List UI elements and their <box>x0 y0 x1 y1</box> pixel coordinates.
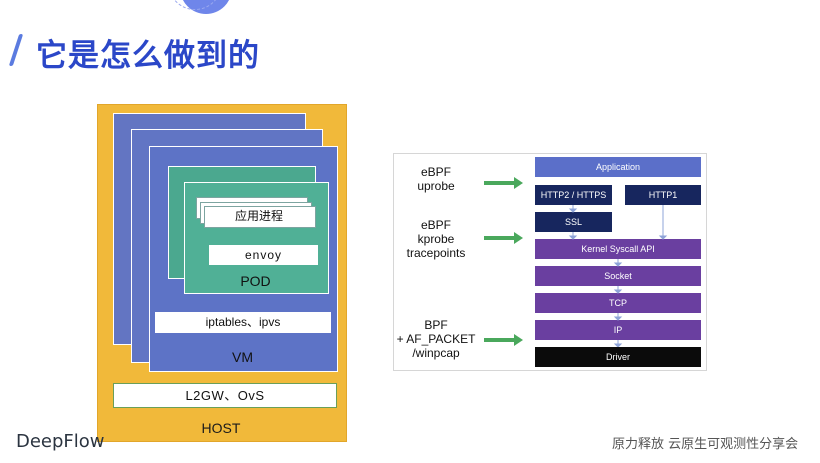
layer-http2-https: HTTP2 / HTTPS <box>535 185 612 205</box>
app-process-label: 应用进程 <box>234 209 283 223</box>
connector-http2-ssl-head <box>568 208 578 213</box>
probe-label-uprobe: eBPF uprobe <box>408 165 464 193</box>
vm-label: VM <box>232 349 253 365</box>
layer-http1: HTTP1 <box>625 185 701 205</box>
probe-label-line: eBPF <box>420 165 451 179</box>
title-accent-slash <box>8 34 24 66</box>
connector-tcp-ip-head <box>613 316 623 321</box>
layer-connectors <box>568 205 668 347</box>
arrow-kprobe-line <box>484 236 515 240</box>
arrow-uprobe-line <box>484 181 515 185</box>
probe-label-line: eBPF <box>420 218 451 232</box>
probe-label-line: + AF_PACKET <box>396 332 476 346</box>
layer-application: Application <box>535 157 701 177</box>
l2gw-box: L2GW、OvS <box>113 383 337 408</box>
probe-label-line: BPF <box>424 318 448 332</box>
layer-driver: Driver <box>535 347 701 367</box>
connector-ip-driver-head <box>613 343 623 347</box>
iptables-box: iptables、ipvs <box>155 312 331 333</box>
layer-ssl: SSL <box>535 212 612 232</box>
arrow-kprobe-head <box>514 232 523 244</box>
layer-ip: IP <box>535 320 701 340</box>
deepflow-logo: DeepFlow <box>16 431 105 452</box>
connector-http1-syscall-head <box>658 235 668 240</box>
pod-label: POD <box>240 273 271 289</box>
layer-kernel-syscall: Kernel Syscall API <box>535 239 701 259</box>
page-title: 它是怎么做到的 <box>36 38 260 74</box>
layer-socket: Socket <box>535 266 701 286</box>
arrow-afpacket-line <box>484 338 515 342</box>
layer-tcp: TCP <box>535 293 701 313</box>
footer-tagline: 原力释放 云原生可观测性分享会 <box>612 437 799 452</box>
arrow-afpacket-head <box>514 334 523 346</box>
probe-label-kprobe: eBPF kprobe tracepoints <box>400 218 472 260</box>
connector-syscall-socket-head <box>613 262 623 267</box>
connector-ssl-syscall-head <box>568 235 578 240</box>
host-label: HOST <box>201 420 241 436</box>
arrow-uprobe-head <box>514 177 523 189</box>
probe-label-line: tracepoints <box>406 246 466 260</box>
envoy-box: envoy <box>209 245 318 265</box>
connector-socket-tcp-head <box>613 289 623 294</box>
probe-label-line: /winpcap <box>412 346 460 360</box>
probe-label-line: uprobe <box>417 179 455 193</box>
probe-label-afpacket: BPF + AF_PACKET /winpcap <box>392 318 480 360</box>
probe-label-line: kprobe <box>417 232 455 246</box>
app-box-front <box>204 206 316 228</box>
